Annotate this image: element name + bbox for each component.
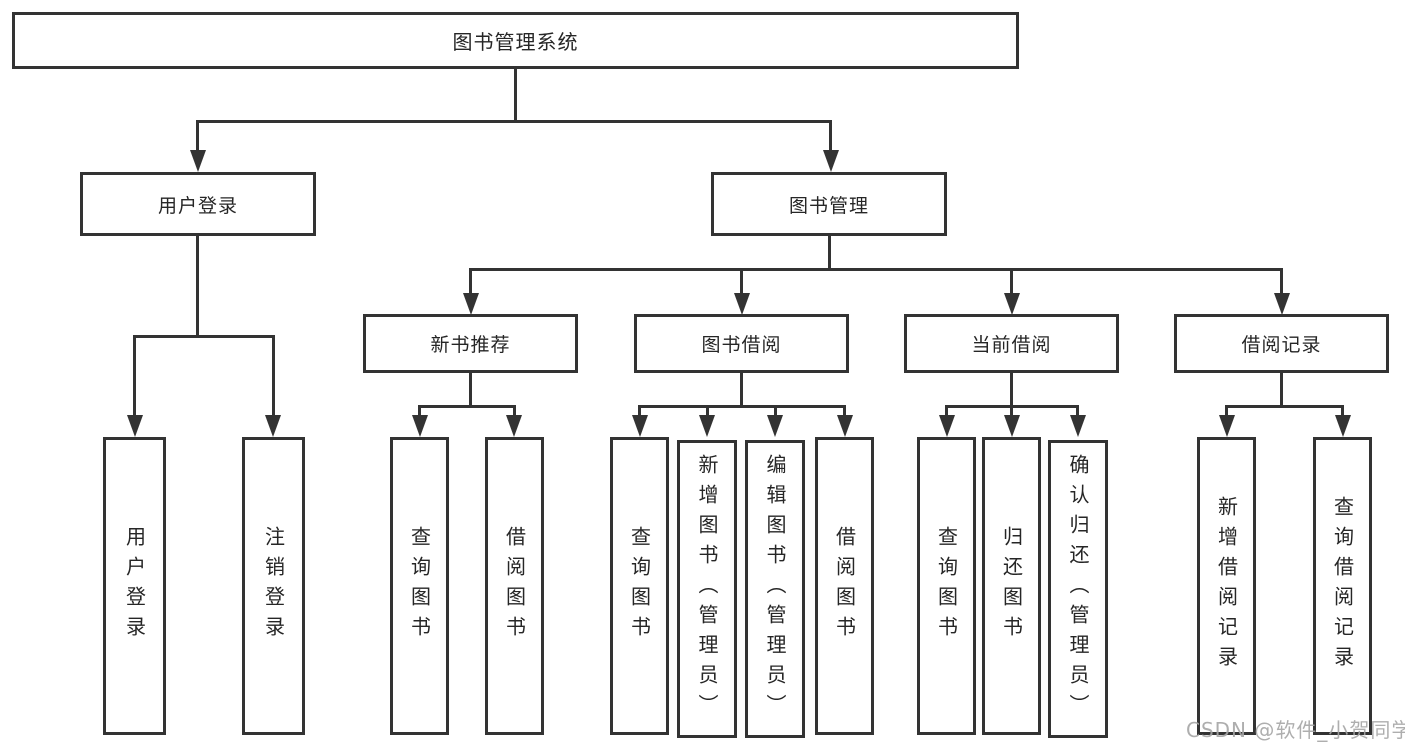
connector-line — [1341, 405, 1344, 417]
arrow-down-icon — [1004, 415, 1020, 437]
connector-line — [774, 405, 777, 417]
leaf-label: 查询图书 — [934, 526, 959, 646]
leaf-confirm-return-admin: 确认归还（管理员） — [1048, 440, 1108, 738]
connector-line — [1225, 405, 1344, 408]
leaf-label: 编辑图书（管理员） — [763, 454, 787, 724]
connector-line — [1280, 268, 1283, 296]
arrow-down-icon — [412, 415, 428, 437]
leaf-label: 查询借阅记录 — [1330, 496, 1355, 676]
arrow-down-icon — [699, 415, 715, 437]
node-new-book-recommendation: 新书推荐 — [363, 314, 578, 373]
watermark-text: CSDN @软件_小贺同学 — [1186, 718, 1405, 742]
connector-line — [843, 405, 846, 417]
connector-line — [1010, 373, 1013, 405]
node-label: 图书管理 — [788, 194, 869, 217]
arrow-down-icon — [1219, 415, 1235, 437]
leaf-add-books-admin: 新增图书（管理员） — [677, 440, 737, 738]
node-book-borrowing: 图书借阅 — [634, 314, 849, 373]
leaf-edit-books-admin: 编辑图书（管理员） — [745, 440, 805, 738]
leaf-query-books-recommendation: 查询图书 — [390, 437, 449, 735]
arrow-down-icon — [823, 150, 839, 172]
leaf-borrow-books-recommendation: 借阅图书 — [485, 437, 544, 735]
connector-line — [133, 335, 136, 417]
arrow-down-icon — [632, 415, 648, 437]
leaf-user-login: 用户登录 — [103, 437, 166, 735]
leaf-label: 新增图书（管理员） — [695, 454, 719, 724]
node-library-management-system: 图书管理系统 — [12, 12, 1019, 69]
connector-line — [469, 373, 472, 405]
arrow-down-icon — [1070, 415, 1086, 437]
arrow-down-icon — [837, 415, 853, 437]
connector-line — [196, 120, 832, 123]
connector-line — [272, 335, 275, 417]
connector-line — [740, 373, 743, 405]
leaf-return-books: 归还图书 — [982, 437, 1041, 735]
leaf-label: 归还图书 — [999, 526, 1024, 646]
node-borrowing-records: 借阅记录 — [1174, 314, 1389, 373]
connector-line — [513, 405, 516, 417]
node-label: 图书借阅 — [701, 334, 782, 356]
connector-line — [829, 120, 832, 154]
arrow-down-icon — [767, 415, 783, 437]
node-book-management: 图书管理 — [711, 172, 947, 236]
connector-line — [418, 405, 516, 408]
connector-line — [1225, 405, 1228, 417]
node-label: 借阅记录 — [1241, 334, 1322, 356]
leaf-logout: 注销登录 — [242, 437, 305, 735]
node-label: 用户登录 — [157, 194, 238, 217]
leaf-add-borrow-record: 新增借阅记录 — [1197, 437, 1256, 735]
arrow-down-icon — [506, 415, 522, 437]
leaf-label: 新增借阅记录 — [1214, 496, 1239, 676]
connector-line — [418, 405, 421, 417]
connector-line — [638, 405, 641, 417]
connector-line — [945, 405, 948, 417]
leaf-borrow-books-borrowing: 借阅图书 — [815, 437, 874, 735]
node-user-login: 用户登录 — [80, 172, 316, 236]
node-current-borrowing: 当前借阅 — [904, 314, 1119, 373]
node-label: 新书推荐 — [430, 334, 511, 356]
connector-line — [828, 236, 831, 268]
connector-line — [469, 268, 472, 296]
leaf-label: 查询图书 — [407, 526, 432, 646]
arrow-down-icon — [1335, 415, 1351, 437]
connector-line — [133, 335, 275, 338]
node-label: 当前借阅 — [971, 334, 1052, 356]
connector-line — [638, 405, 846, 408]
arrow-down-icon — [734, 293, 750, 315]
leaf-label: 注销登录 — [261, 526, 286, 646]
leaf-query-books-borrowing: 查询图书 — [610, 437, 669, 735]
leaf-label: 查询图书 — [627, 526, 652, 646]
connector-line — [1010, 405, 1013, 417]
leaf-label: 确认归还（管理员） — [1066, 454, 1090, 724]
leaf-label: 用户登录 — [122, 526, 147, 646]
node-label: 图书管理系统 — [452, 30, 579, 54]
connector-line — [1280, 373, 1283, 405]
connector-line — [196, 236, 199, 335]
leaf-label: 借阅图书 — [832, 526, 857, 646]
arrow-down-icon — [265, 415, 281, 437]
leaf-query-books-current: 查询图书 — [917, 437, 976, 735]
arrow-down-icon — [1274, 293, 1290, 315]
connector-line — [469, 268, 1283, 271]
arrow-down-icon — [190, 150, 206, 172]
connector-line — [706, 405, 709, 417]
connector-line — [196, 120, 199, 154]
leaf-query-borrow-record: 查询借阅记录 — [1313, 437, 1372, 735]
arrow-down-icon — [939, 415, 955, 437]
arrow-down-icon — [1004, 293, 1020, 315]
connector-line — [1010, 268, 1013, 296]
connector-line — [1076, 405, 1079, 417]
leaf-label: 借阅图书 — [502, 526, 527, 646]
connector-line — [514, 68, 517, 120]
connector-line — [740, 268, 743, 296]
arrow-down-icon — [463, 293, 479, 315]
arrow-down-icon — [127, 415, 143, 437]
